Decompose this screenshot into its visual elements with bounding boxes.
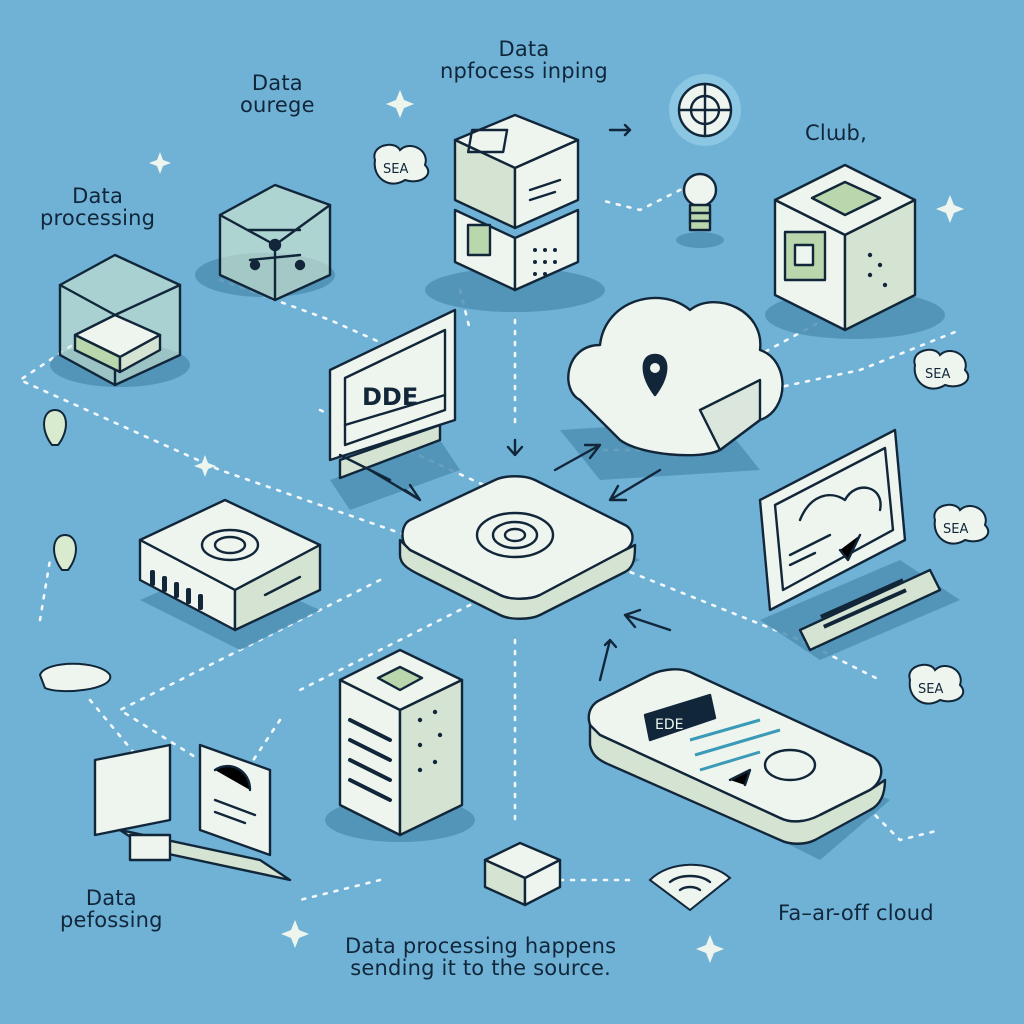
edge-box-icon	[138, 498, 322, 650]
phone-text: EDE	[655, 717, 683, 733]
monitor-icon: DDE	[328, 308, 460, 510]
caption: Data processing happens sending it to th…	[345, 935, 616, 979]
server-tower-icon	[325, 648, 475, 842]
label-data-pefossing: Data pefossing	[60, 887, 163, 931]
label-line: ourege	[240, 93, 315, 118]
label-data-processing: Data processing	[40, 185, 155, 229]
lightbulb-icon	[676, 172, 724, 248]
label-cloud: Clɯb,	[805, 121, 867, 145]
small-node-box	[483, 841, 562, 907]
server-stack-icon	[425, 113, 605, 312]
cloud-icon	[560, 296, 784, 480]
monitor-text: DDE	[362, 383, 418, 411]
data-processing-cube	[50, 253, 190, 387]
target-icon	[669, 74, 741, 146]
label-line: Data	[251, 71, 303, 95]
sea-bubble-text: SEA	[943, 522, 968, 537]
flow-arrows	[338, 123, 672, 682]
label-line: pefossing	[60, 908, 163, 933]
sea-bubble-text: SEA	[383, 162, 408, 177]
label-line: Data	[85, 886, 137, 910]
sea-bubble-text: SEA	[925, 367, 950, 382]
label-line: Data	[72, 184, 124, 208]
laptop-icon	[93, 743, 292, 882]
map-pin-icon	[43, 408, 77, 571]
sea-bubble-text: SEA	[918, 682, 943, 697]
wifi-icon	[648, 863, 732, 912]
caption-line: sending it to the source.	[350, 956, 611, 981]
label-line: processing	[40, 206, 156, 231]
label-data-npfocess: Data npfocess inping	[440, 38, 608, 82]
label-line: npfocess inping	[440, 59, 608, 84]
sparkle-icon	[149, 90, 964, 963]
desktop-computer-icon	[758, 428, 960, 660]
label-line: Data	[498, 37, 550, 61]
router-hub-icon	[398, 475, 640, 620]
caption-line: Data processing happens	[345, 934, 617, 958]
storage-cube	[765, 163, 945, 339]
label-far-off-cloud: Fa–ar-off cloud	[778, 901, 934, 925]
smartphone-icon: EDE	[587, 668, 890, 860]
speech-bubble-icon: SEA SEA SEA SEA	[38, 143, 990, 705]
globe-cube-icon	[195, 183, 335, 302]
label-data-ourege: Data ourege	[240, 72, 315, 116]
